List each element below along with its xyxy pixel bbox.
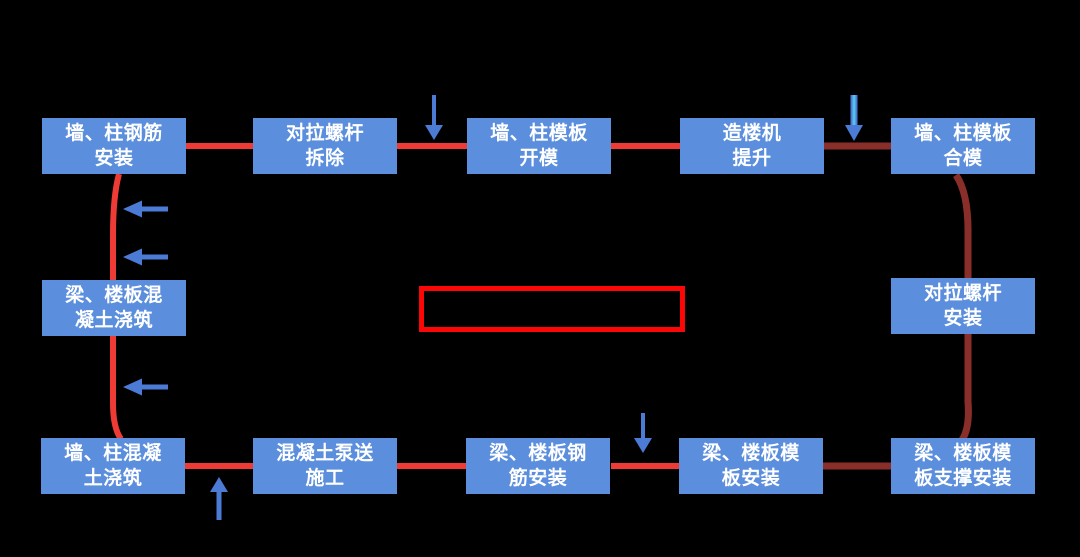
down-arrow-icon-top-right <box>845 95 863 141</box>
step-label: 墙、柱钢筋 安装 <box>65 123 163 169</box>
step-label: 墙、柱模板 开模 <box>490 123 588 169</box>
step-label: 梁、楼板混 凝土浇筑 <box>65 285 163 331</box>
step-label: 梁、楼板模 板安装 <box>702 443 800 489</box>
step-wall-column-formwork-close: 墙、柱模板 合模 <box>891 118 1035 174</box>
step-wall-column-concrete-pouring: 墙、柱混凝 土浇筑 <box>41 438 185 494</box>
step-label: 墙、柱模板 合模 <box>914 123 1012 169</box>
step-beam-slab-rebar-install: 梁、楼板钢 筋安装 <box>466 438 610 494</box>
up-arrow-icon-bottom-left <box>210 477 228 520</box>
step-beam-slab-formwork-support-install: 梁、楼板模 板支撑安装 <box>891 438 1035 494</box>
step-label: 对拉螺杆 拆除 <box>285 123 364 169</box>
step-wall-column-rebar-install: 墙、柱钢筋 安装 <box>42 118 186 174</box>
left-arrow-icon-1 <box>123 200 168 218</box>
step-label: 梁、楼板钢 筋安装 <box>489 443 587 489</box>
down-arrow-icon-top-left <box>425 95 443 140</box>
step-tie-rod-removal: 对拉螺杆 拆除 <box>253 118 397 174</box>
step-tie-rod-install: 对拉螺杆 安装 <box>891 278 1035 334</box>
step-beam-slab-formwork-install: 梁、楼板模 板安装 <box>679 438 823 494</box>
step-label: 造楼机 提升 <box>722 123 782 169</box>
step-wall-column-formwork-open: 墙、柱模板 开模 <box>467 118 611 174</box>
step-label: 墙、柱混凝 土浇筑 <box>64 443 162 489</box>
flow-line-right-upper <box>953 173 972 279</box>
step-concrete-pumping: 混凝土泵送 施工 <box>253 438 397 494</box>
flow-line-right-lower <box>958 333 972 442</box>
flow-line-left-upper <box>110 173 122 281</box>
step-building-machine-lift: 造楼机 提升 <box>680 118 824 174</box>
down-arrow-icon-bottom-middle <box>634 413 652 453</box>
left-arrow-icon-2 <box>123 248 168 266</box>
step-label: 梁、楼板模 板支撑安装 <box>914 443 1012 489</box>
left-arrow-icon-3 <box>123 378 168 396</box>
step-label: 混凝土泵送 施工 <box>276 443 374 489</box>
flow-line-left-lower <box>110 335 124 441</box>
highlight-rectangle <box>419 286 685 332</box>
step-beam-slab-concrete-pouring: 梁、楼板混 凝土浇筑 <box>42 280 186 336</box>
step-label: 对拉螺杆 安装 <box>923 283 1002 329</box>
